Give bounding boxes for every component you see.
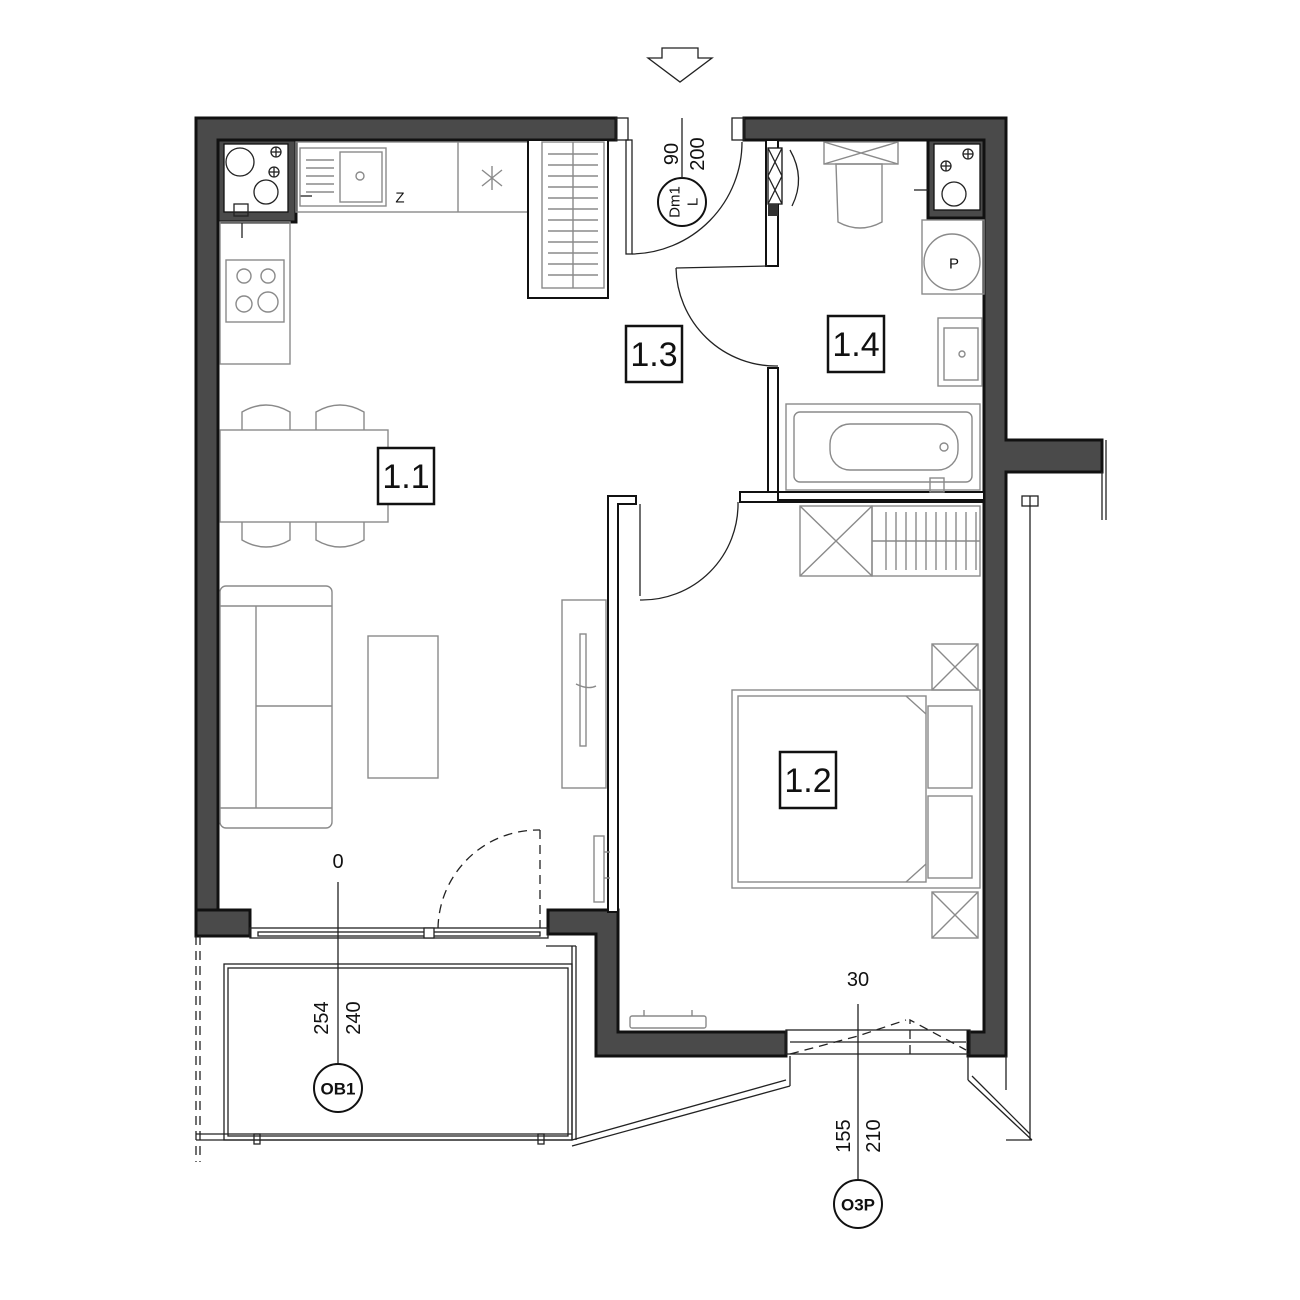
bathroom-fixtures: P	[767, 141, 985, 493]
window-sill: 30	[847, 969, 869, 991]
walls	[194, 116, 1104, 1058]
balcony-window-o3p	[785, 440, 1107, 1141]
room-label-1-1: 1.1	[376, 446, 436, 506]
entrance-arrow-icon	[646, 47, 714, 83]
radiator-bedroom	[629, 1010, 707, 1029]
entrance-door	[615, 117, 745, 255]
riser-pipes	[225, 146, 974, 238]
room-number: 1.4	[832, 326, 879, 364]
coffee-table	[367, 635, 439, 779]
dining-set	[219, 404, 389, 548]
door-width: 90	[661, 143, 683, 165]
kitchen-units: Z	[219, 141, 531, 365]
washer-mark: P	[949, 256, 959, 273]
double-bed	[731, 643, 981, 939]
tv-unit	[561, 599, 607, 789]
bedroom-wardrobe	[799, 505, 981, 577]
fridge-mark: Z	[395, 190, 404, 207]
entry-wardrobe	[527, 139, 609, 299]
window-tag-o3p: 30 155 210 O3P	[833, 969, 885, 1229]
radiator-living	[593, 835, 610, 903]
window-sill: 0	[332, 851, 343, 873]
window-total: 155	[833, 1119, 855, 1152]
door-tag: Dm1 L 90 200	[657, 118, 709, 227]
window-height: 210	[863, 1119, 885, 1152]
door-code: Dm1	[667, 186, 684, 218]
sofa	[219, 585, 333, 829]
bathroom-door	[675, 265, 779, 367]
window-code: O3P	[841, 1196, 875, 1215]
room-label-1-4: 1.4	[826, 314, 886, 374]
freezer-icon	[481, 166, 503, 190]
balcony-slab	[195, 936, 791, 1162]
door-height: 200	[687, 137, 709, 170]
window-total: 254	[311, 1001, 333, 1034]
room-label-1-2: 1.2	[778, 750, 838, 810]
room-number: 1.1	[382, 458, 429, 496]
bedroom-door	[639, 501, 739, 601]
window-height: 240	[343, 1001, 365, 1034]
room-number: 1.2	[784, 762, 831, 800]
balcony-window-ob1	[249, 829, 549, 939]
room-number: 1.3	[630, 336, 677, 374]
window-code: OB1	[321, 1080, 356, 1099]
door-hand: L	[685, 198, 702, 206]
room-label-1-3: 1.3	[624, 324, 684, 384]
window-tag-ob1: 0 254 240 OB1	[311, 851, 365, 1113]
